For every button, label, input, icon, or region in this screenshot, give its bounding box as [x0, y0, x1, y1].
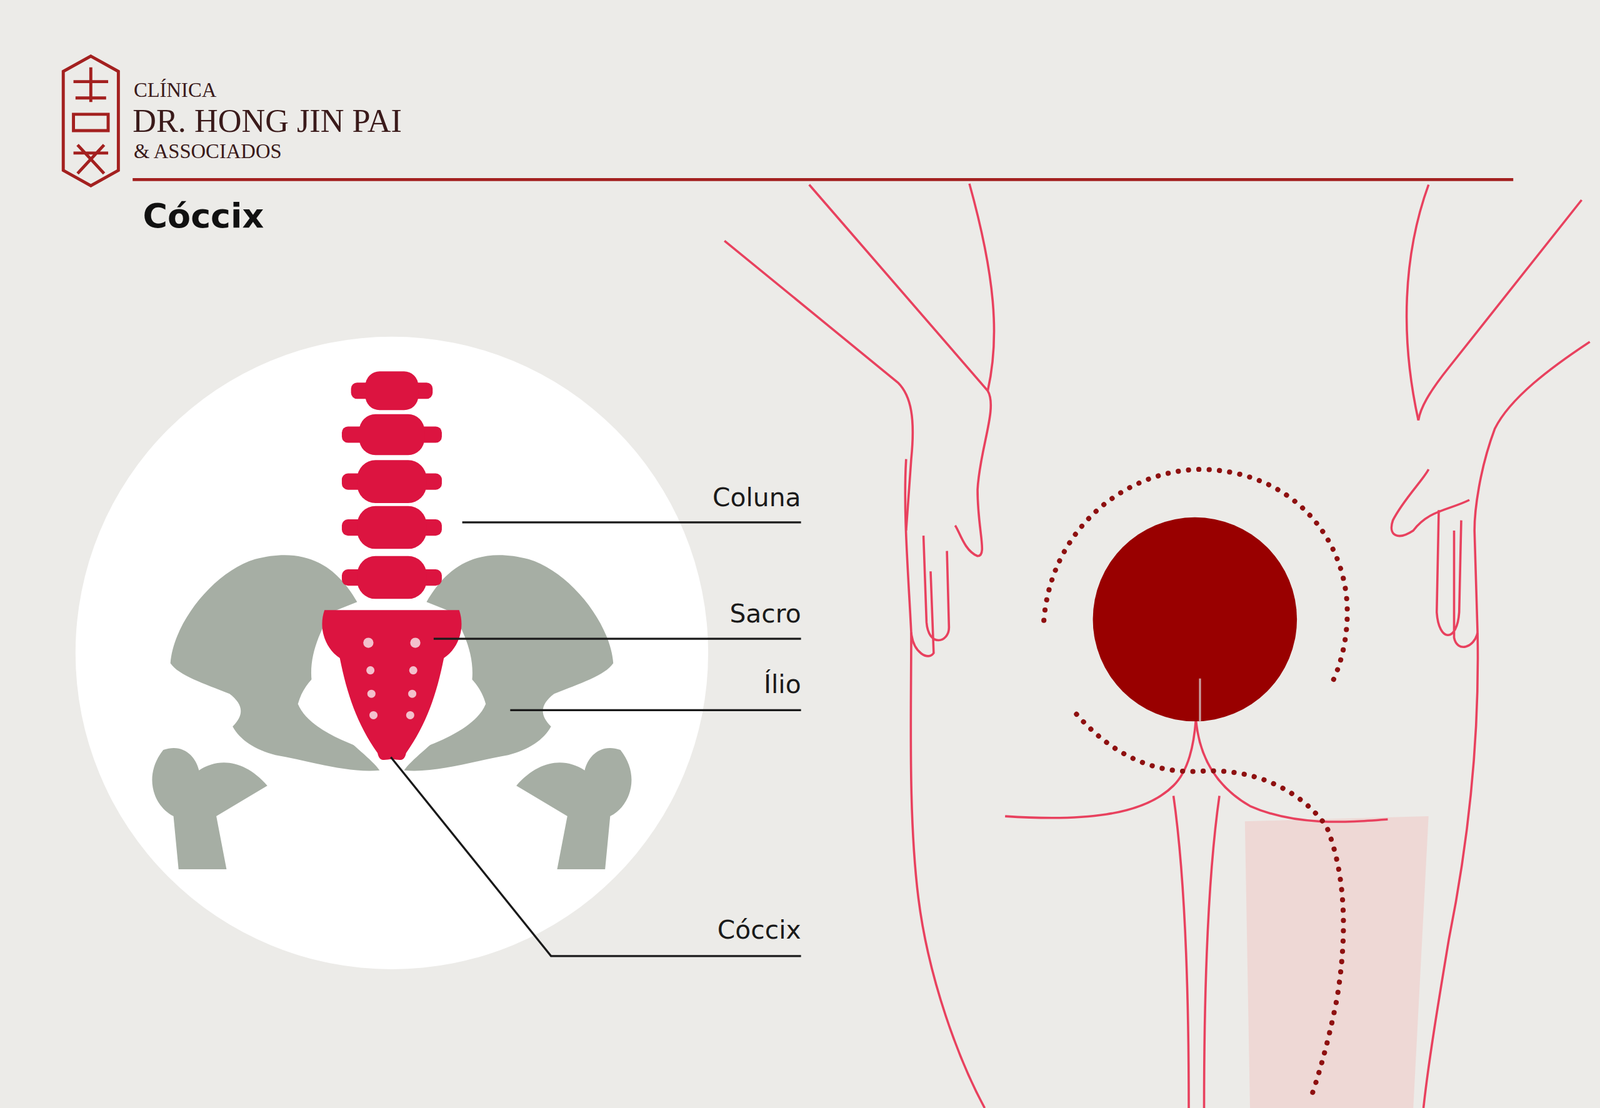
clinic-name: DR. HONG JIN PAI: [132, 101, 402, 140]
page-title: Cóccix: [143, 195, 265, 236]
part-label: Cóccix: [717, 915, 802, 945]
part-label: Ílio: [763, 669, 802, 699]
clinic-associates: & ASSOCIADOS: [133, 140, 282, 164]
part-label: Sacro: [729, 598, 801, 629]
clinic-label: CLÍNICA: [133, 78, 217, 103]
part-label: Coluna: [712, 482, 802, 512]
